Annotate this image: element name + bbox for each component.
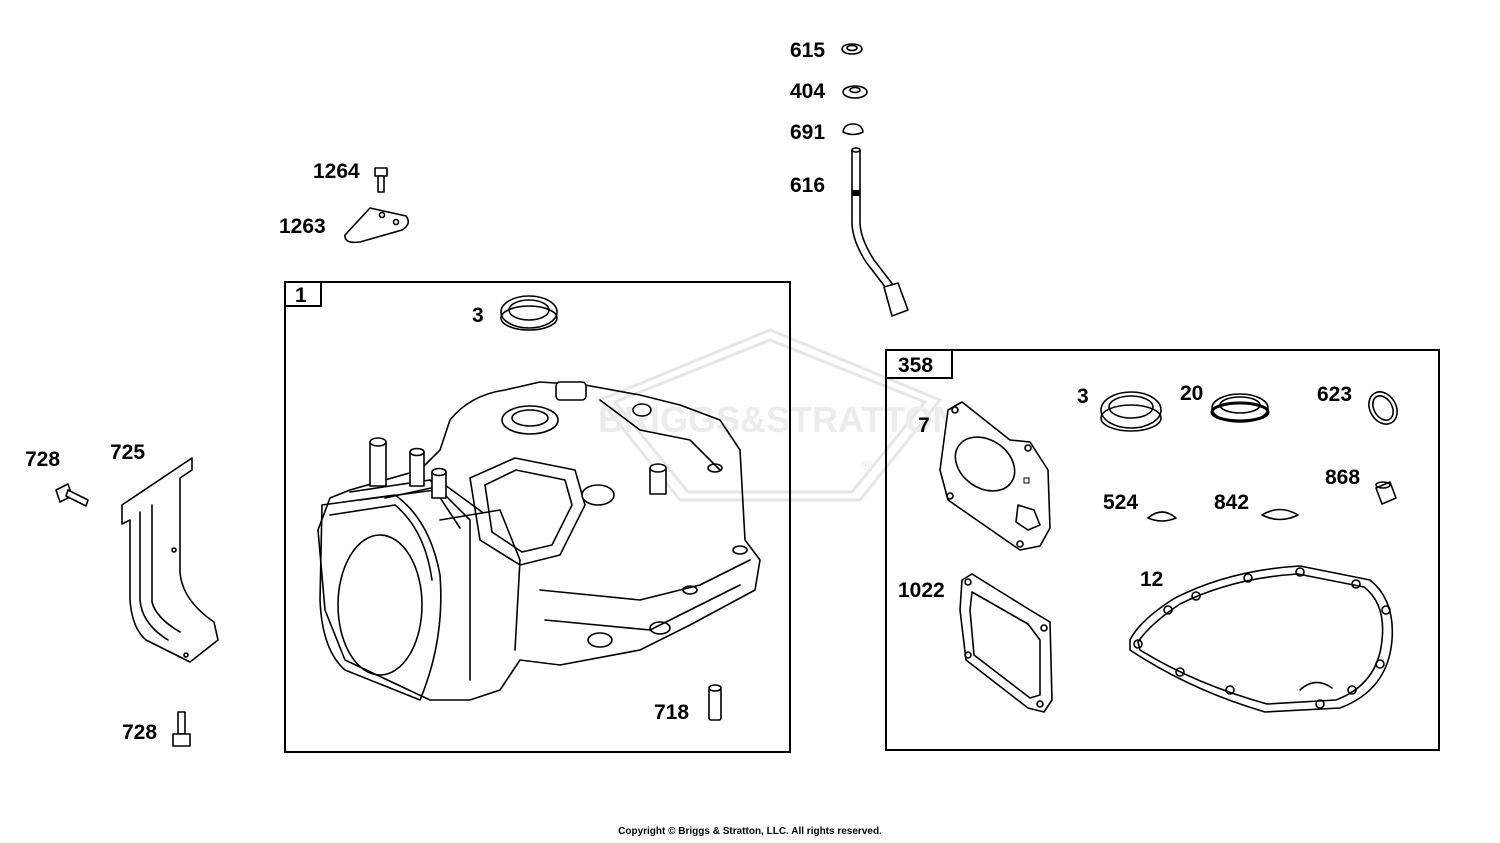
part-20-oil-seal-icon [1210, 393, 1270, 423]
callout-1022: 1022 [898, 579, 945, 602]
callout-3-cylinder: 3 [472, 304, 484, 327]
part-3-seal-icon [500, 295, 558, 331]
gasket-set-box-label: 358 [898, 354, 933, 377]
brand-watermark: BRIGGS&STRATTON ® [597, 328, 959, 502]
cylinder-box: 1 [284, 281, 791, 753]
part-1264-bolt-icon [374, 167, 388, 193]
part-1263-bracket-icon [344, 207, 410, 244]
part-842-gasket-icon [1261, 508, 1299, 521]
callout-1263: 1263 [279, 215, 326, 238]
watermark-text: BRIGGS&STRATTON [598, 399, 959, 440]
part-725-shield-icon [121, 457, 219, 663]
part-1022-gasket-icon [959, 573, 1053, 713]
callout-728-bottom: 728 [122, 721, 157, 744]
callout-868: 868 [1325, 466, 1360, 489]
callout-524: 524 [1103, 491, 1138, 514]
part-7-head-gasket-icon [939, 401, 1051, 551]
callout-623: 623 [1317, 383, 1352, 406]
cylinder-box-label: 1 [295, 284, 307, 307]
callout-842: 842 [1214, 491, 1249, 514]
callout-725: 725 [110, 441, 145, 464]
copyright-notice: Copyright © Briggs & Stratton, LLC. All … [618, 826, 882, 837]
part-728-bolt-top-icon [55, 483, 89, 507]
callout-3-gasket: 3 [1077, 385, 1089, 408]
callout-7: 7 [918, 414, 930, 437]
watermark-mark: ® [862, 457, 873, 473]
part-404-icon [842, 85, 868, 99]
callout-404: 404 [790, 80, 825, 103]
callout-718: 718 [654, 701, 689, 724]
part-718-pin-icon [708, 684, 722, 721]
part-728-bolt-bottom-icon [172, 711, 191, 747]
callout-12: 12 [1140, 568, 1163, 591]
callout-728-top: 728 [25, 448, 60, 471]
callout-1264: 1264 [313, 160, 360, 183]
callout-615: 615 [790, 39, 825, 62]
gasket-set-box: 358 [885, 349, 1440, 751]
part-868-plug-icon [1375, 481, 1397, 505]
part-12-crankcase-gasket-icon [1129, 565, 1394, 713]
part-3-seal-gasket-icon [1100, 391, 1162, 432]
part-615-icon [841, 43, 863, 55]
part-616-dipstick-icon [851, 147, 909, 317]
callout-616: 616 [790, 174, 825, 197]
part-1-cylinder-icon [317, 381, 761, 701]
part-524-gasket-icon [1147, 511, 1177, 522]
part-623-oring-icon [1368, 391, 1398, 425]
part-691-icon [842, 123, 864, 136]
callout-691: 691 [790, 121, 825, 144]
callout-20: 20 [1180, 382, 1203, 405]
